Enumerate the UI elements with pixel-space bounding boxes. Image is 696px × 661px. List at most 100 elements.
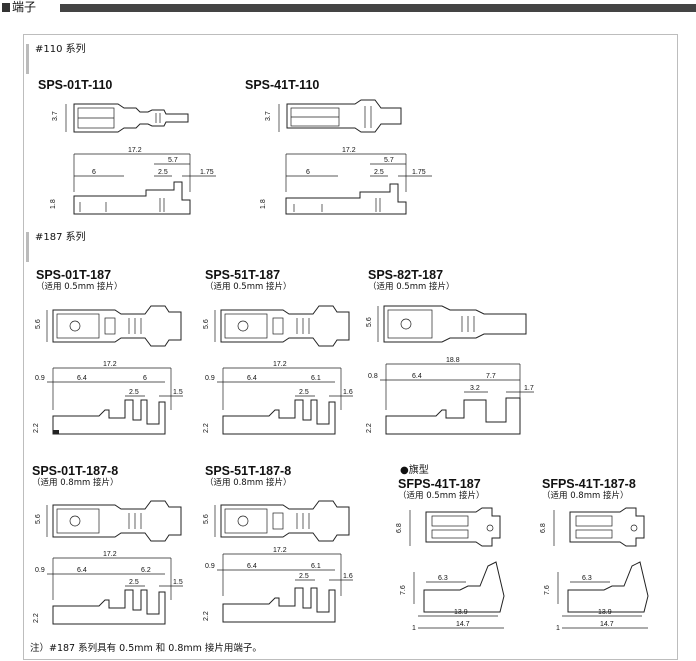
dim-b: 13.9 [598, 609, 612, 616]
dim-b: 6 [143, 375, 147, 382]
part-sub: （适用 0.8mm 接片） [32, 478, 119, 488]
dim-d: 1.5 [173, 389, 183, 396]
part-sub: （适用 0.5mm 接片） [368, 282, 455, 292]
sps-51t-187-8-side-view: 17.2 0.9 6.4 6.1 2.5 1.6 2.2 [203, 547, 353, 623]
dim-c: 2.5 [299, 573, 309, 580]
dim-d: 1.75 [200, 169, 214, 176]
dim-a: 6.4 [77, 375, 87, 382]
dim-height: 5.6 [203, 514, 210, 524]
part-sps-51t-187-8: SPS-51T-187-8 [205, 464, 292, 478]
sfps-41t-187-side-view: 7.6 6.3 13.9 14.7 1 [400, 561, 505, 632]
dim-d: 1.6 [343, 389, 353, 396]
dim-vertical: 7.6 [400, 585, 407, 595]
sps-41t-110-top-view: 3.7 [265, 99, 402, 133]
dim-length: 17.2 [342, 147, 356, 154]
dim-length: 18.8 [446, 357, 460, 364]
dim-thickness: 2.2 [203, 611, 210, 621]
dim-c: 2.5 [374, 169, 384, 176]
dim-width: 0.9 [205, 375, 215, 382]
dim-a: 6.3 [438, 575, 448, 582]
part-sub: （适用 0.8mm 接片） [542, 491, 629, 501]
sps-01t-110-side-view: 17.2 5.7 6 2.5 1.75 1.8 [50, 147, 216, 215]
part-sub: （适用 0.5mm 接片） [398, 491, 485, 501]
sps-51t-187-top-view: 5.6 [203, 305, 350, 347]
sps-01t-187-8-side-view: 17.2 0.9 6.4 6.2 2.5 1.5 2.2 [33, 551, 183, 625]
dim-height: 3.7 [52, 111, 59, 121]
sps-51t-187-8-top-view: 5.6 [203, 500, 350, 542]
part-sub: （适用 0.5mm 接片） [36, 282, 123, 292]
part-sub: （适用 0.8mm 接片） [205, 478, 292, 488]
part-sps-82t-187: SPS-82T-187 [368, 268, 444, 282]
dim-a: 6.4 [412, 373, 422, 380]
dim-c: 14.7 [600, 621, 614, 628]
dim-thickness: 2.2 [203, 423, 210, 433]
dim-b: 6.2 [141, 567, 151, 574]
part-sfps-41t-187: SFPS-41T-187 [398, 477, 481, 491]
dim-width: 0.9 [205, 563, 215, 570]
dim-height: 6.8 [396, 523, 403, 533]
dim-thickness: 1 [556, 625, 560, 632]
part-sps-01t-187-8: SPS-01T-187-8 [32, 464, 119, 478]
dim-d: 1.5 [173, 579, 183, 586]
dim-height: 3.7 [265, 111, 272, 121]
dim-d: 1.6 [343, 573, 353, 580]
dim-a: 6.4 [77, 567, 87, 574]
dim-a: 5.7 [168, 157, 178, 164]
dim-thickness: 1.8 [260, 199, 267, 209]
dim-d: 1.75 [412, 169, 426, 176]
header-square-icon [2, 3, 10, 12]
sps-01t-187-side-view: 17.2 0.9 6.4 6 2.5 1.5 2.2 [33, 361, 183, 435]
dim-c: 2.5 [158, 169, 168, 176]
part-sub: （适用 0.5mm 接片） [205, 282, 292, 292]
dim-c: 14.7 [456, 621, 470, 628]
dim-height: 5.6 [35, 319, 42, 329]
dim-width: 0.9 [35, 567, 45, 574]
section-110: #110 系列 [26, 44, 86, 74]
dim-a: 6.3 [582, 575, 592, 582]
dim-length: 17.2 [273, 547, 287, 554]
part-sps-41t-110: SPS-41T-110 [245, 78, 320, 92]
dim-c: 2.5 [129, 389, 139, 396]
page-title: 端子 [12, 0, 37, 14]
content-frame [23, 34, 678, 660]
footnote: 注）#187 系列具有 0.5mm 和 0.8mm 接片用端子。 [30, 643, 262, 654]
dim-c: 2.5 [299, 389, 309, 396]
dim-b: 6 [92, 169, 96, 176]
sps-51t-187-side-view: 17.2 0.9 6.4 6.1 2.5 1.6 2.2 [203, 361, 353, 435]
dim-b: 6.1 [311, 563, 321, 570]
flag-type-label: ●旗型 [400, 465, 429, 476]
part-sps-01t-110: SPS-01T-110 [38, 78, 113, 92]
dim-thickness: 2.2 [33, 613, 40, 623]
dim-b: 7.7 [486, 373, 496, 380]
dim-d: 1.7 [524, 385, 534, 392]
dim-thickness: 2.2 [366, 423, 373, 433]
dim-thickness: 2.2 [33, 423, 40, 433]
dim-width: 0.9 [35, 375, 45, 382]
dim-a: 6.4 [247, 375, 257, 382]
dim-vertical: 7.6 [544, 585, 551, 595]
sfps-41t-187-top-view: 6.8 [396, 507, 501, 547]
sps-01t-110-top-view: 3.7 [52, 103, 189, 133]
sps-01t-187-top-view: 5.6 [35, 305, 182, 347]
sps-82t-187-side-view: 18.8 0.8 6.4 7.7 3.2 1.7 2.2 [366, 357, 534, 435]
dim-a: 6.4 [247, 563, 257, 570]
sps-01t-187-8-top-view: 5.6 [35, 500, 182, 542]
dim-length: 17.2 [273, 361, 287, 368]
sfps-41t-187-8-top-view: 6.8 [540, 507, 645, 547]
dim-length: 17.2 [103, 361, 117, 368]
dim-b: 6 [306, 169, 310, 176]
dim-length: 17.2 [103, 551, 117, 558]
page-header: 端子 [0, 0, 696, 16]
sps-82t-187-top-view: 5.6 [366, 305, 527, 343]
dim-thickness: 1.8 [50, 199, 57, 209]
dim-b: 13.9 [454, 609, 468, 616]
dim-height: 5.6 [203, 319, 210, 329]
dim-c: 2.5 [129, 579, 139, 586]
dim-width: 0.8 [368, 373, 378, 380]
sps-41t-110-side-view: 17.2 5.7 6 2.5 1.75 1.8 [260, 147, 432, 215]
dim-height: 5.6 [35, 514, 42, 524]
dim-height: 6.8 [540, 523, 547, 533]
dim-height: 5.6 [366, 317, 373, 327]
dim-length: 17.2 [128, 147, 142, 154]
part-sfps-41t-187-8: SFPS-41T-187-8 [542, 477, 636, 491]
